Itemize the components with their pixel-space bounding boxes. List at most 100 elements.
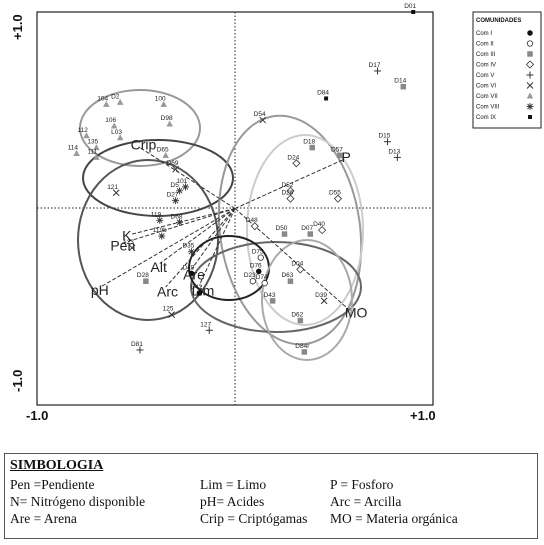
data-point: D17 (369, 62, 382, 75)
data-point: D18 (303, 139, 316, 151)
point-label: D24 (287, 154, 299, 161)
vector-line (198, 208, 236, 286)
point-label: D39 (315, 292, 327, 299)
simbologia-title: SIMBOLOGIA (10, 458, 104, 473)
data-point: D52 (281, 182, 295, 195)
vector-label: P (342, 149, 351, 165)
simb-item: P = Fosforo (330, 477, 394, 492)
point-label: 121 (107, 184, 118, 191)
data-point: D76 (250, 262, 262, 275)
community-ellipses (77, 89, 364, 361)
vector-label: Arc (157, 284, 178, 300)
legend-item-label: Com IV (476, 63, 496, 69)
legend-item: Com VI (476, 82, 534, 90)
data-point: D62 (291, 312, 304, 324)
ellipse-com-iv (246, 134, 364, 326)
vector-line (165, 208, 236, 288)
data-point: D15 (378, 133, 391, 146)
legend-item: Com VII (476, 92, 534, 100)
ellipse-com-ix (261, 239, 353, 361)
legend-item-label: Com II (476, 42, 494, 48)
data-point: 112 (78, 127, 90, 139)
simbologia-row: Are = Arena Crip = Criptógamas MO = Mate… (10, 510, 532, 527)
point-label: D04 (291, 260, 303, 267)
legend-item-label: Com VIII (476, 105, 500, 111)
data-point: D57 (331, 146, 343, 159)
point-label: D57 (331, 146, 343, 153)
legend: COMUNIDADES Com I Com II Com III Com IV Com … (472, 11, 542, 129)
point-label: 100 (155, 95, 166, 102)
data-point: 127 (200, 321, 213, 334)
data-point: 111 (87, 148, 100, 160)
legend-item: Com IV (476, 60, 535, 69)
data-point: D50 (276, 225, 288, 237)
data-point: D5 (171, 182, 184, 195)
vector-line (100, 208, 236, 288)
data-point: D43 (264, 292, 276, 304)
simb-item: pH= Acides (200, 494, 265, 509)
legend-title: COMUNIDADES (476, 18, 521, 24)
point-label: 135 (87, 139, 98, 146)
point-label: D84 (317, 89, 329, 96)
point-label: D74 (256, 274, 268, 281)
point-label: D01 (404, 3, 416, 10)
simb-item: N= Nitrógeno disponible (10, 494, 146, 509)
ellipse-com-iii (217, 114, 363, 346)
data-point: D26 (281, 190, 295, 203)
points-layer: D01D17D14D84D15D13D54D18D57D24D55D52D26D… (68, 3, 417, 355)
point-label: 127 (200, 321, 211, 328)
data-point: D27 (167, 192, 180, 205)
legend-item: Com IX (476, 115, 532, 121)
vector-label: Alt (151, 259, 167, 275)
point-label: D2 (111, 93, 120, 100)
data-point: D23 (244, 272, 256, 285)
point-label: D98 (161, 115, 173, 122)
x-min-label: -1.0 (26, 408, 48, 423)
vector-label: Crip (131, 136, 157, 152)
point-label: L03 (111, 129, 122, 136)
data-point: D42 (190, 284, 203, 296)
data-point: D14 (394, 78, 407, 90)
point-label: D84r (295, 343, 310, 350)
data-point: D48 (246, 217, 259, 231)
vector-line (234, 158, 345, 209)
data-point: D98 (161, 115, 173, 127)
data-point: 125 (163, 306, 175, 318)
point-label: D43 (264, 292, 276, 299)
data-point: D65 (157, 146, 169, 158)
ellipse-com-vi (82, 139, 234, 217)
data-point: D63 (281, 272, 294, 284)
vector-label: MO (345, 305, 368, 321)
vector-label: Are (183, 266, 205, 282)
data-point: D49 (182, 264, 195, 277)
legend-item-label: Com I (476, 31, 492, 37)
legend-item: Com III (476, 51, 533, 58)
point-label: D76 (250, 262, 262, 269)
simbologia-row: N= Nitrógeno disponible pH= Acides Arc =… (10, 493, 532, 510)
point-label: 119b (153, 227, 167, 234)
ellipse-com-v (77, 159, 219, 321)
point-label: D75 (252, 249, 264, 256)
legend-item-label: Com III (476, 52, 496, 58)
point-label: 123 (123, 239, 134, 246)
vector-line (139, 147, 236, 209)
data-point: 119b (153, 227, 167, 240)
legend-item: Com I (476, 30, 533, 37)
point-label: D63 (281, 272, 293, 279)
vector-label: Pen (110, 238, 135, 254)
x-max-label: +1.0 (410, 408, 436, 423)
point-label: D52 (281, 182, 293, 189)
point-label: 114 (68, 144, 79, 151)
ellipse-com-ii (190, 241, 362, 333)
ellipse-com-vii (79, 89, 201, 167)
legend-item: Com VIII (476, 103, 534, 111)
data-point: D28 (137, 272, 149, 284)
point-label: D15 (378, 133, 390, 140)
vector-line (120, 208, 236, 245)
simb-item: Lim = Limo (200, 477, 267, 492)
point-label: D35 (182, 243, 194, 250)
point-label: D07 (301, 225, 313, 232)
data-point: D35 (182, 243, 195, 256)
